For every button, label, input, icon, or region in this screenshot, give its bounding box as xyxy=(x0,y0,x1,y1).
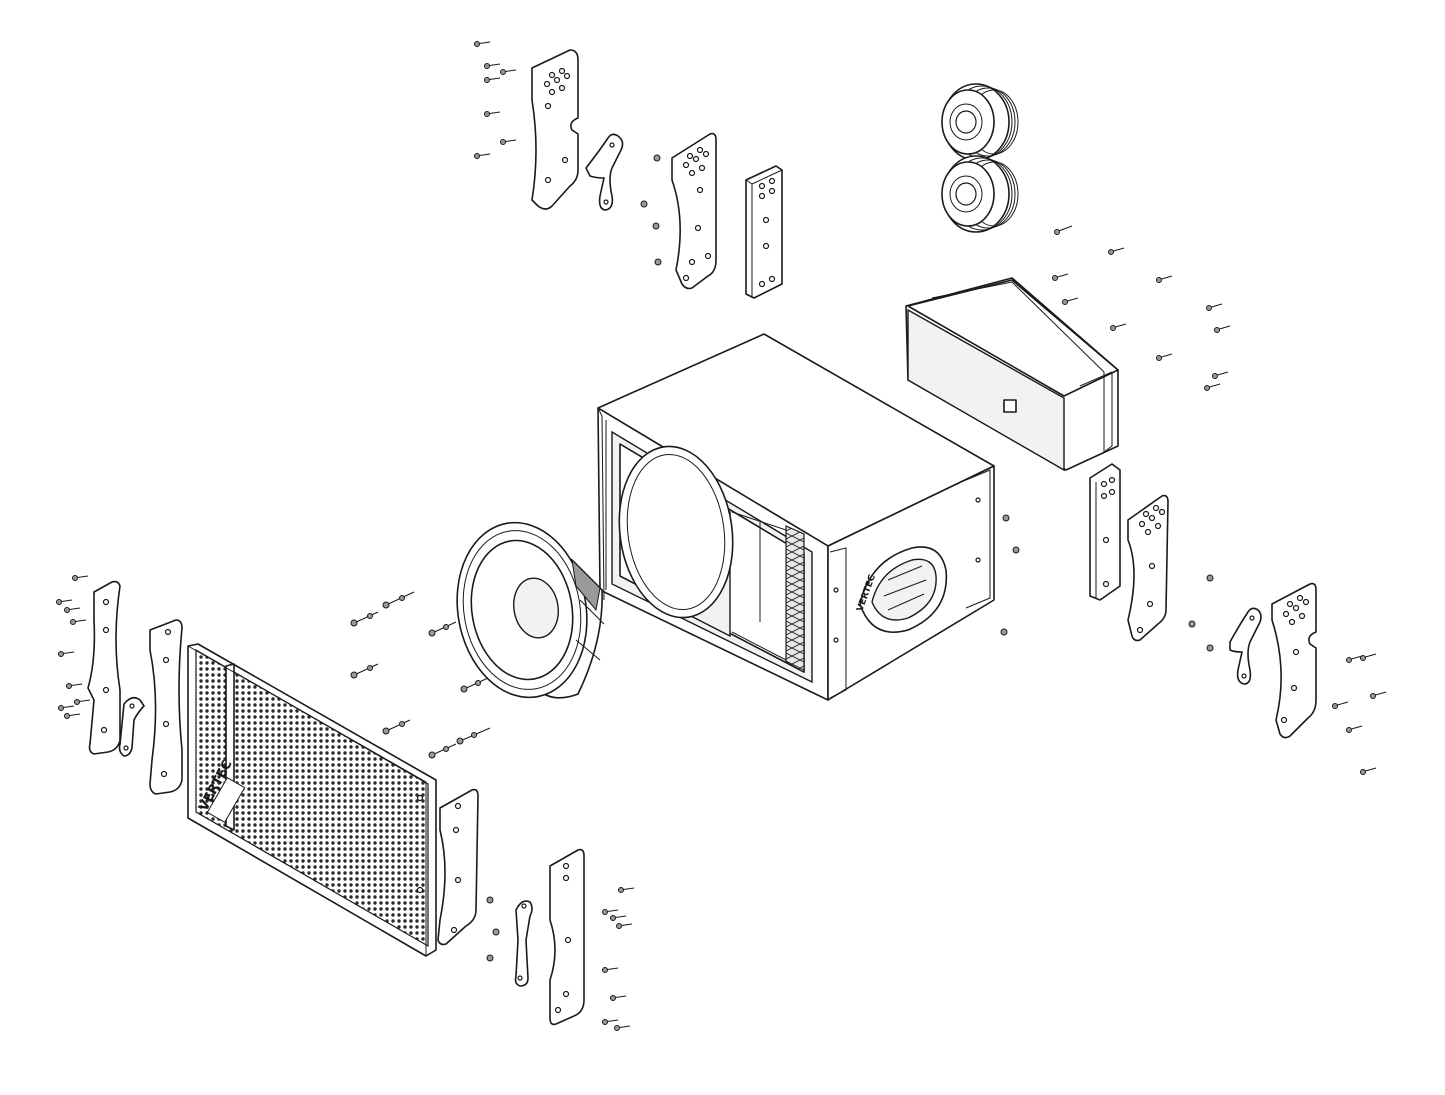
top-left-rigging-plate xyxy=(531,49,579,210)
left-bolt-group xyxy=(56,575,91,719)
bolt-icon xyxy=(1156,275,1173,283)
bolt-icon xyxy=(1156,353,1173,361)
bolt-icon xyxy=(1206,303,1223,311)
bolt-icon xyxy=(1110,323,1127,331)
bolt-icon xyxy=(56,599,73,605)
bolt-icon xyxy=(610,915,627,921)
right-rigging-plate-inner xyxy=(1127,494,1169,642)
bolt-icon xyxy=(614,1025,631,1031)
bolt-icon xyxy=(350,663,379,679)
bolt-icon xyxy=(1212,371,1229,379)
woofer xyxy=(456,521,605,699)
woofer-bolt-group xyxy=(350,591,491,759)
right-rigging-bar xyxy=(1089,463,1121,601)
bolt-icon xyxy=(70,619,87,625)
bolt-icon xyxy=(66,683,83,689)
bolt-icon xyxy=(1346,725,1363,733)
bolt-icon xyxy=(1214,325,1231,333)
bolt-icon xyxy=(382,719,411,735)
bolt-icon xyxy=(64,607,81,613)
cabinet-enclosure: VERTEC xyxy=(597,333,995,701)
bolt-icon xyxy=(58,705,75,711)
bolt-icon xyxy=(58,651,75,657)
bolt-icon xyxy=(1332,701,1349,709)
bolt-icon xyxy=(602,909,619,915)
top-mid-rigging-plate xyxy=(671,132,717,290)
bottom-bolt-group xyxy=(602,887,635,1031)
bolt-icon xyxy=(500,139,517,145)
top-left-bolt-group xyxy=(474,41,517,159)
bolt-icon xyxy=(618,887,635,893)
top-rear-rigging-bar xyxy=(745,165,783,299)
bolt-icon xyxy=(1204,383,1221,391)
bolt-icon xyxy=(484,77,501,83)
bolt-icon xyxy=(1346,655,1363,663)
bolt-icon xyxy=(64,713,81,719)
front-grille: VERTEC xyxy=(187,643,437,957)
bolt-icon xyxy=(1054,225,1073,235)
bolt-icon xyxy=(1370,691,1387,699)
bottom-link-bar xyxy=(514,900,533,987)
bolt-icon xyxy=(610,995,627,1001)
cabinet-nut-group xyxy=(1000,514,1020,636)
right-nut-group xyxy=(1188,574,1214,652)
bottom-rigging-plate-inner xyxy=(416,788,479,946)
bolt-icon xyxy=(1108,247,1125,255)
bolt-icon xyxy=(484,111,501,117)
bolt-icon xyxy=(484,63,501,69)
plate-hole-grid xyxy=(543,67,571,184)
bolt-icon xyxy=(428,621,457,637)
bolt-icon xyxy=(500,69,517,75)
bolt-icon xyxy=(1052,273,1069,281)
bolt-icon xyxy=(350,611,379,627)
top-link-bar xyxy=(585,133,624,211)
bolt-icon xyxy=(428,743,457,759)
bolt-icon xyxy=(1360,767,1377,775)
bolt-icon xyxy=(602,1019,619,1025)
right-bolt-group xyxy=(1332,653,1387,775)
compression-driver-lower xyxy=(941,155,1019,233)
bolt-icon xyxy=(1360,653,1377,661)
bolt-icon xyxy=(456,727,491,745)
horn-bolt-group xyxy=(1052,225,1231,391)
bolt-icon xyxy=(616,923,633,929)
bolt-icon xyxy=(474,153,491,159)
left-link-bar xyxy=(118,696,145,757)
bolt-icon xyxy=(74,699,91,705)
bottom-rigging-plate-outer xyxy=(549,848,585,1026)
bolt-icon xyxy=(382,591,415,609)
bolt-icon xyxy=(1062,297,1079,305)
bolt-icon xyxy=(72,575,89,581)
top-mid-nut-group xyxy=(640,154,662,266)
waveguide-horn xyxy=(905,277,1119,472)
left-rigging-plate-inner xyxy=(149,619,183,795)
bolt-icon xyxy=(474,41,491,47)
bottom-nut-group xyxy=(486,896,500,962)
bolt-icon xyxy=(460,677,489,693)
left-rigging-plate-outer xyxy=(87,580,121,755)
right-rigging-plate-outer xyxy=(1271,582,1317,739)
compression-driver-upper xyxy=(941,83,1019,161)
bolt-icon xyxy=(602,967,619,973)
right-link-bar xyxy=(1229,607,1262,685)
